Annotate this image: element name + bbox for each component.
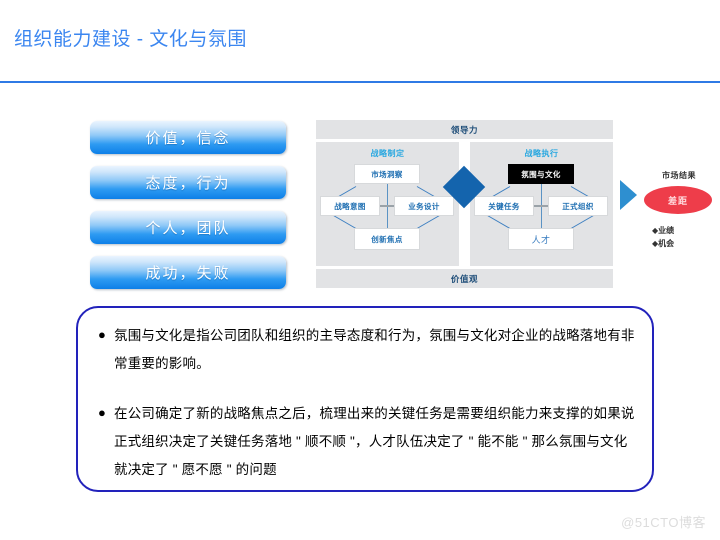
watermark: @51CTO博客 xyxy=(621,515,706,530)
leadership-bar-label: 领导力 xyxy=(450,124,479,135)
gap-badge-label: 差距 xyxy=(667,195,688,206)
note-text: 在公司确定了新的战略焦点之后，梳理出来的关键任务是需要组织能力来支撑的如果说正式… xyxy=(114,406,635,477)
connector-horizontal xyxy=(372,205,402,207)
note-bullet-icon: ● xyxy=(98,327,106,342)
header-divider xyxy=(0,81,720,83)
strategy-execution-panel: 战略执行 氛围与文化 关键任务 正式组织 人才 xyxy=(470,142,613,266)
keyword-pill-label: 态度，行为 xyxy=(145,175,231,192)
keyword-pill-attitude[interactable]: 态度，行为 xyxy=(90,166,286,199)
note-item: ● 氛围与文化是指公司团队和组织的主导态度和行为，氛围与文化对企业的战略落地有非… xyxy=(98,322,638,378)
note-text: 氛围与文化是指公司团队和组织的主导态度和行为，氛围与文化对企业的战略落地有非常重… xyxy=(114,328,635,371)
strategy-formulation-title: 战略制定 xyxy=(370,149,405,158)
gap-badge: 差距 xyxy=(644,186,712,214)
outcome-bullet-performance: ◆业绩 xyxy=(652,226,675,235)
node-strategic-intent[interactable]: 战略意图 xyxy=(320,196,380,216)
keyword-pill-success[interactable]: 成功，失败 xyxy=(90,256,286,289)
slide-header: 组织能力建设 - 文化与氛围 xyxy=(0,0,720,84)
node-key-tasks[interactable]: 关键任务 xyxy=(474,196,534,216)
keyword-pill-label: 价值，信念 xyxy=(145,130,231,147)
strategy-execution-title: 战略执行 xyxy=(524,149,559,158)
outcome-bullet-list: ◆业绩 ◆机会 xyxy=(652,224,720,250)
market-outcome-title: 市场结果 xyxy=(662,171,696,180)
node-business-design[interactable]: 业务设计 xyxy=(394,196,454,216)
blm-diagram: 领导力 战略制定 市场洞察 战略意图 业务设计 创新焦点 战略执行 氛围与文化 … xyxy=(316,120,613,288)
page-title: 组织能力建设 - 文化与氛围 xyxy=(14,29,247,50)
keyword-pill-values[interactable]: 价值，信念 xyxy=(90,121,286,154)
market-outcome-column: 市场结果 差距 ◆业绩 ◆机会 xyxy=(616,120,720,288)
note-item: ● 在公司确定了新的战略焦点之后，梳理出来的关键任务是需要组织能力来支撑的如果说… xyxy=(98,400,638,484)
arrow-right-icon xyxy=(620,180,637,210)
leadership-bar: 领导力 xyxy=(316,120,613,139)
node-market-insight[interactable]: 市场洞察 xyxy=(354,164,420,184)
notes-panel: ● 氛围与文化是指公司团队和组织的主导态度和行为，氛围与文化对企业的战略落地有非… xyxy=(76,306,654,492)
keyword-pill-label: 成功，失败 xyxy=(145,265,231,282)
keyword-pill-label: 个人，团队 xyxy=(145,220,231,237)
strategy-formulation-panel: 战略制定 市场洞察 战略意图 业务设计 创新焦点 xyxy=(316,142,459,266)
note-bullet-icon: ● xyxy=(98,405,106,420)
keyword-pill-stack: 价值，信念 态度，行为 个人，团队 成功，失败 xyxy=(90,121,286,301)
node-innovation-focus[interactable]: 创新焦点 xyxy=(354,228,420,250)
node-formal-organization[interactable]: 正式组织 xyxy=(548,196,608,216)
node-culture-and-atmosphere[interactable]: 氛围与文化 xyxy=(508,164,574,184)
values-bar: 价值观 xyxy=(316,269,613,288)
connector-vertical xyxy=(540,184,542,230)
outcome-bullet-opportunity: ◆机会 xyxy=(652,239,675,248)
keyword-pill-individual[interactable]: 个人，团队 xyxy=(90,211,286,244)
connector-horizontal xyxy=(526,205,556,207)
node-talent[interactable]: 人才 xyxy=(508,228,574,250)
values-bar-label: 价值观 xyxy=(450,273,479,284)
connector-vertical xyxy=(386,184,388,230)
